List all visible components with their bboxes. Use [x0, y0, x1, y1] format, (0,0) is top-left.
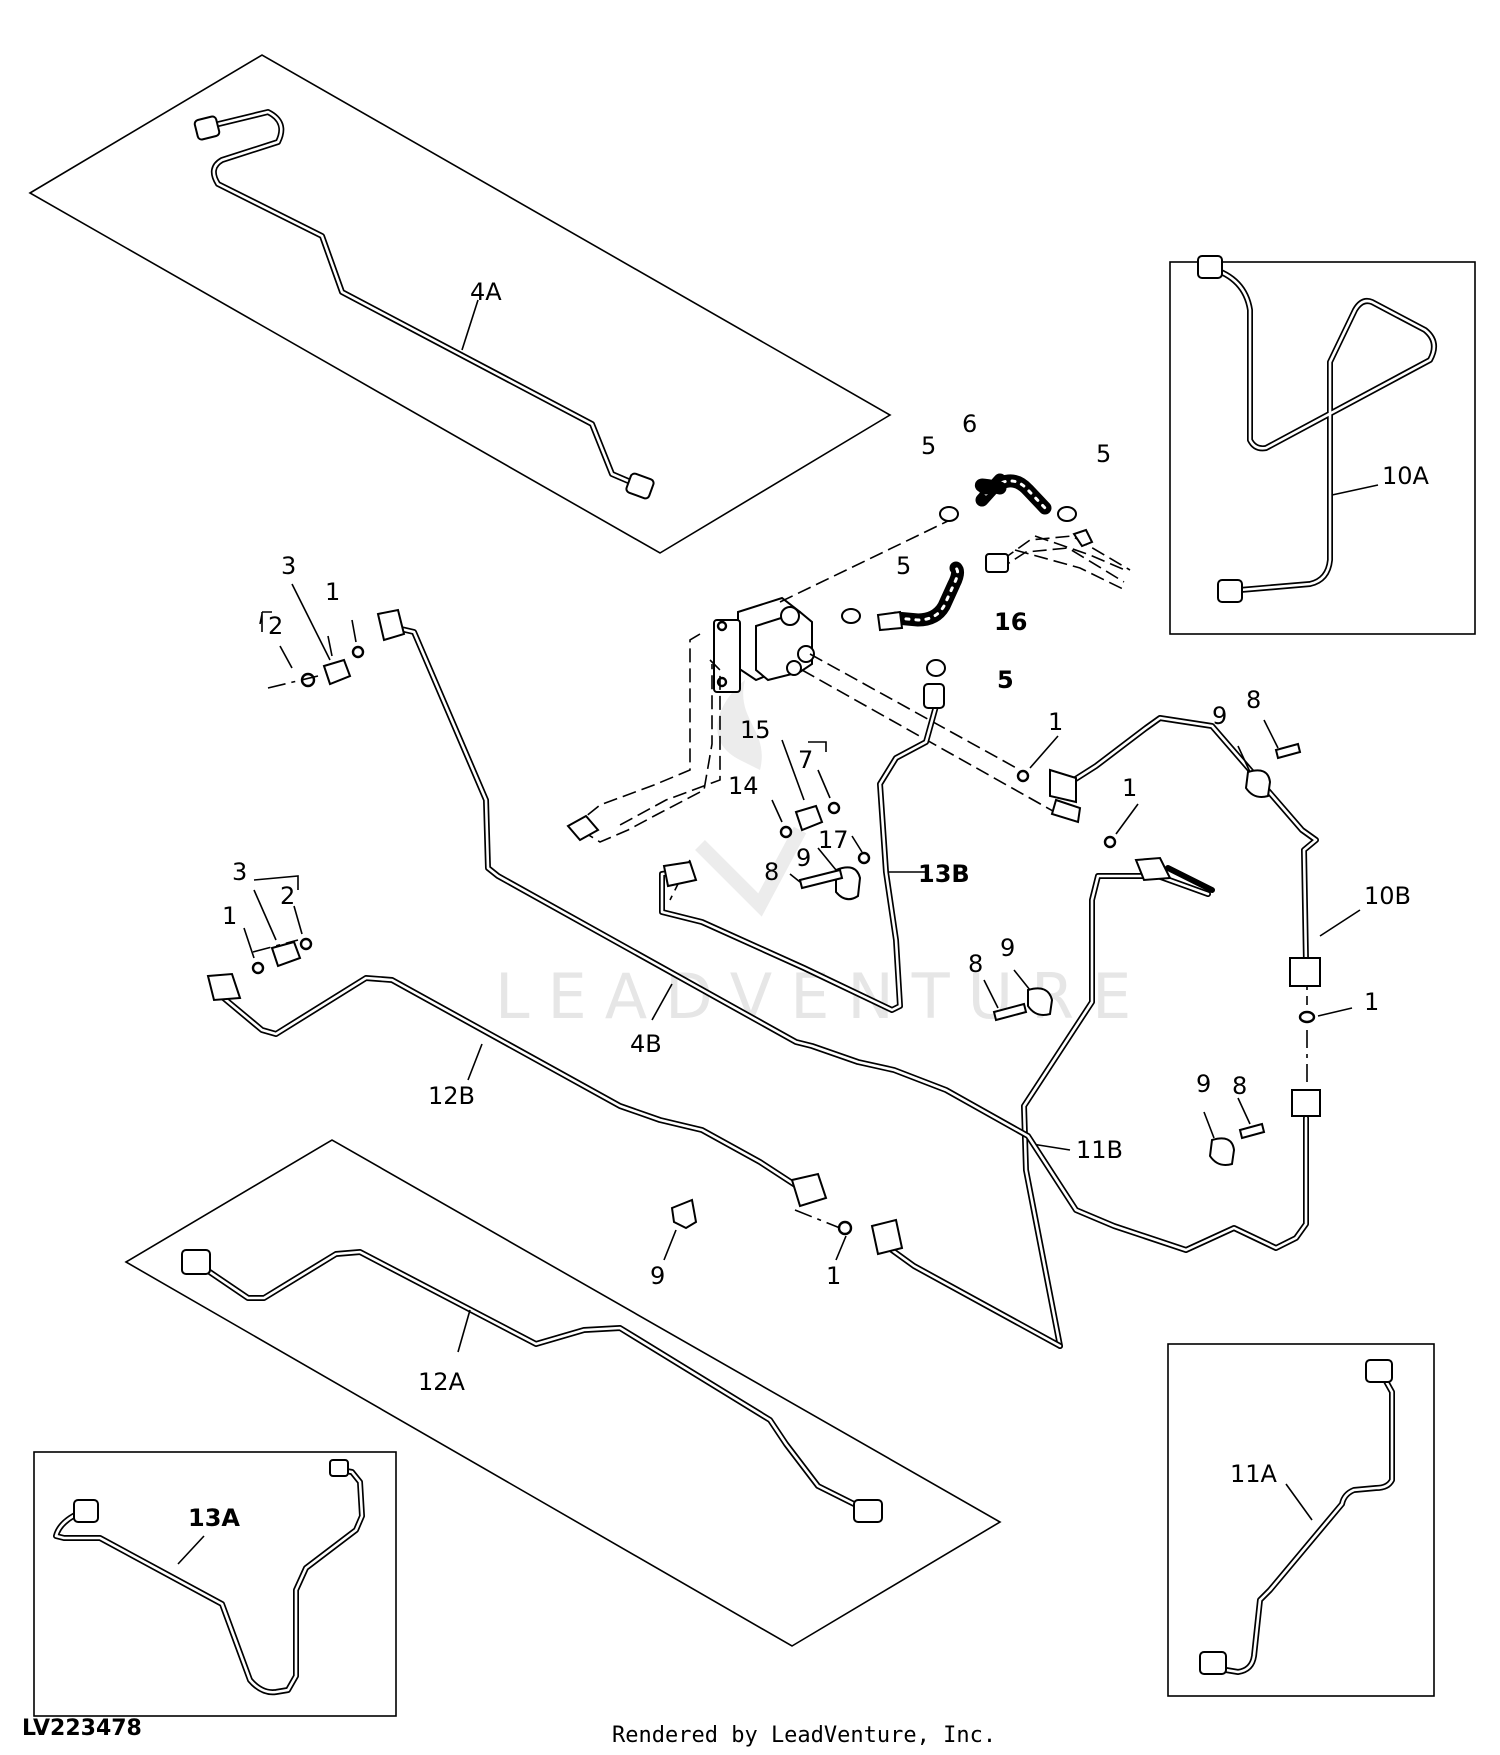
clip-bolt-upper-right	[1237, 719, 1302, 798]
callout-1: 1	[222, 902, 237, 930]
part-12A-panel	[124, 1139, 1002, 1647]
part-13A-panel	[33, 1451, 397, 1717]
callout-8: 8	[764, 858, 779, 886]
valve-body	[713, 596, 815, 693]
part-5-clamp	[841, 506, 1077, 677]
part-16-hose	[889, 561, 965, 627]
callout-9: 9	[1000, 934, 1015, 962]
callout-9: 9	[1196, 1070, 1211, 1098]
callout-6: 6	[962, 410, 977, 438]
o-rings-mid	[1016, 735, 1139, 849]
callout-11A: 11A	[1230, 1460, 1278, 1488]
callout-1: 1	[826, 1262, 841, 1290]
callout-14: 14	[728, 772, 759, 800]
fitting-set-upper-left	[259, 583, 365, 688]
callout-9: 9	[1212, 702, 1227, 730]
clip-bolt-cluster-13B	[789, 835, 871, 901]
figure-code: LV223478	[22, 1716, 142, 1741]
callout-8: 8	[1246, 686, 1261, 714]
callout-10A: 10A	[1382, 462, 1430, 490]
valve-bracket	[566, 633, 721, 843]
callout-1: 1	[1364, 988, 1379, 1016]
callout-13B: 13B	[918, 860, 970, 888]
callout-11B: 11B	[1076, 1136, 1123, 1164]
callout-5: 5	[921, 432, 936, 460]
callout-12A: 12A	[418, 1368, 466, 1396]
callout-16: 16	[994, 608, 1027, 636]
callout-labels: 4A 10A 6 5 5 5 16 5 3 2 1 15 7 14 1 1 9 …	[188, 278, 1430, 1532]
part-10B-pipe	[1049, 715, 1361, 987]
upper-return-pipe	[985, 528, 1131, 583]
clip-lower-center	[663, 1198, 698, 1261]
callout-9: 9	[796, 844, 811, 872]
callout-5: 5	[997, 666, 1014, 694]
callout-1: 1	[1048, 708, 1063, 736]
pipe-nut	[193, 115, 655, 500]
part-11A-panel	[1167, 1343, 1435, 1697]
callout-17: 17	[818, 826, 849, 854]
callout-3: 3	[281, 552, 296, 580]
part-10A-panel	[1169, 255, 1476, 635]
callout-8: 8	[1232, 1072, 1247, 1100]
callout-5: 5	[896, 552, 911, 580]
callout-7: 7	[798, 746, 813, 774]
callout-2: 2	[280, 882, 295, 910]
render-credit: Rendered by LeadVenture, Inc.	[612, 1723, 996, 1748]
fitting-set-lower-left	[243, 875, 313, 975]
part-4B-pipe	[376, 608, 1321, 1253]
callout-3: 3	[232, 858, 247, 886]
callout-1: 1	[325, 578, 340, 606]
clip-bolt-lower-right	[1203, 1097, 1266, 1166]
callout-4B: 4B	[630, 1030, 662, 1058]
callout-8: 8	[968, 950, 983, 978]
o-ring-right	[1298, 1007, 1353, 1024]
part-11B-pipe	[1021, 856, 1215, 1349]
part-12B-pipe	[206, 972, 828, 1208]
part-6-hose	[974, 473, 1052, 515]
callout-15: 15	[740, 716, 771, 744]
callout-4A: 4A	[470, 278, 502, 306]
part-13B-pipe	[659, 683, 945, 1013]
callout-13A: 13A	[188, 1504, 240, 1532]
part-4A-panel	[28, 54, 892, 554]
callout-2: 2	[268, 612, 283, 640]
fitting-set-center	[771, 739, 841, 839]
callout-10B: 10B	[1364, 882, 1411, 910]
callout-9: 9	[650, 1262, 665, 1290]
callout-5: 5	[1096, 440, 1111, 468]
callout-1: 1	[1122, 774, 1137, 802]
clip-bolt-middle	[983, 969, 1054, 1022]
callout-12B: 12B	[428, 1082, 475, 1110]
union-12B-11B	[835, 1218, 1063, 1349]
